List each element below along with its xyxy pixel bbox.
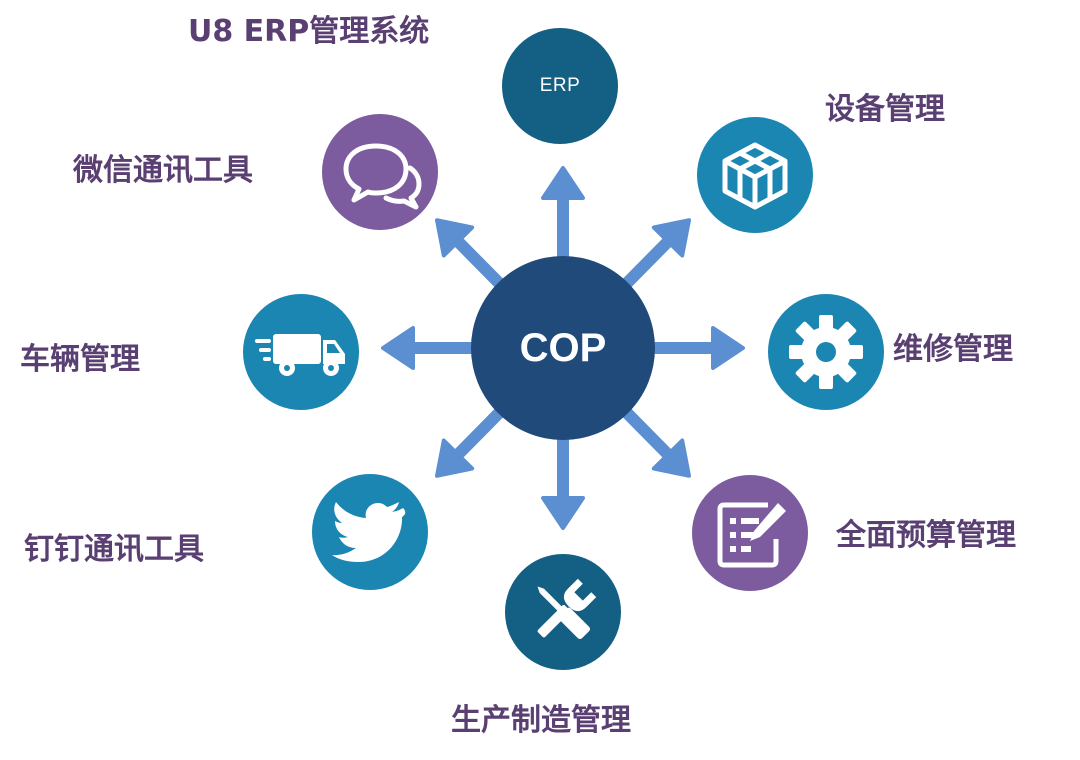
arrow-head: [381, 326, 415, 370]
label-dingtalk: 钉钉通讯工具: [24, 532, 204, 567]
tools-icon: [521, 570, 605, 654]
erp-text-icon: ERP: [539, 75, 581, 96]
node-budget: [692, 475, 808, 591]
arrow-head: [435, 218, 475, 258]
node-equipment: [697, 117, 813, 233]
arrow-head: [651, 218, 691, 258]
edit-list-icon: [710, 493, 790, 573]
arrow-head: [711, 326, 745, 370]
node-dingtalk: [312, 474, 428, 590]
arrow-to-wechat: [435, 218, 519, 303]
truck-icon: [255, 317, 347, 387]
label-erp: U8 ERP管理系统: [188, 14, 430, 49]
center-hub-label: COP: [519, 325, 607, 370]
label-production: 生产制造管理: [451, 703, 631, 738]
label-maintenance: 维修管理: [893, 332, 1013, 367]
node-maintenance: [768, 294, 884, 410]
node-vehicle: [243, 294, 359, 410]
label-vehicle: 车辆管理: [20, 342, 140, 377]
arrow-head: [541, 496, 585, 530]
node-production: [505, 554, 621, 670]
node-erp: ERP: [502, 28, 618, 144]
gear-icon: [786, 312, 866, 392]
chat-bubbles-icon: [337, 132, 423, 212]
box-icon: [715, 135, 795, 215]
arrow-head: [541, 166, 585, 200]
bird-icon: [330, 492, 410, 572]
arrow-head: [651, 438, 691, 478]
label-budget: 全面预算管理: [836, 518, 1016, 553]
center-hub: COP: [471, 256, 655, 440]
label-equipment: 设备管理: [825, 92, 945, 127]
label-wechat: 微信通讯工具: [73, 153, 253, 188]
arrow-head: [435, 438, 475, 478]
node-wechat: [322, 114, 438, 230]
